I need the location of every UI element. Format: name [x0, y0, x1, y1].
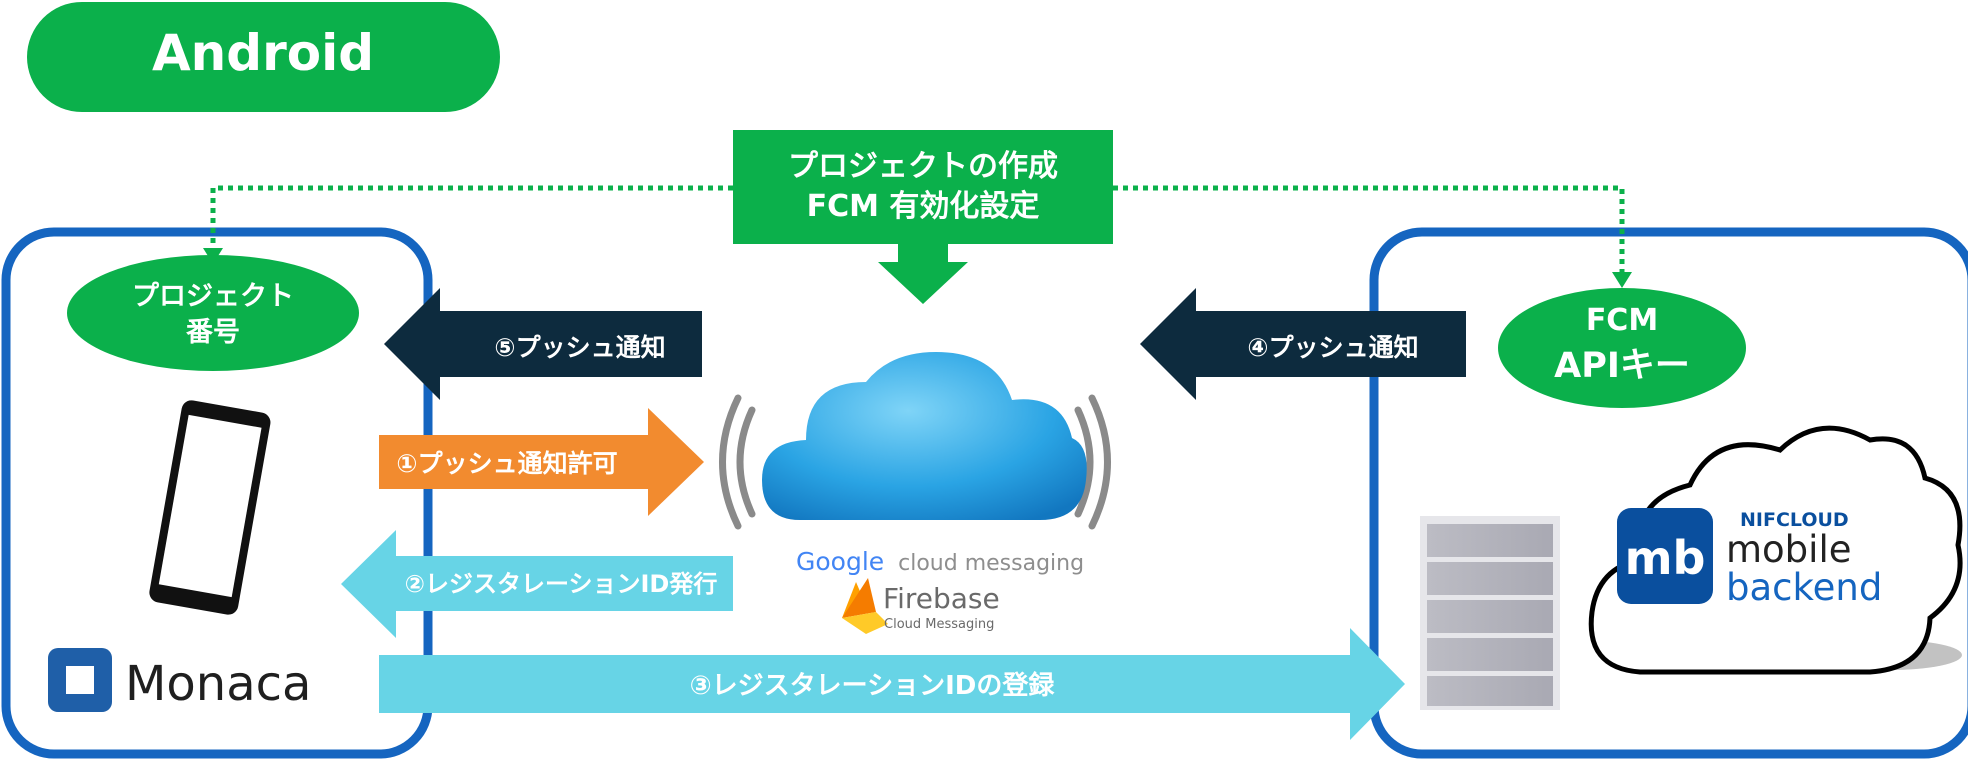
project-number-line2: 番号 [186, 317, 240, 348]
gcm-logo: Google cloud messaging [796, 547, 1084, 576]
smartphone-icon [149, 400, 271, 615]
firebase-title: Firebase [883, 582, 1000, 615]
down-arrow [878, 244, 968, 304]
fcm-api-key-pill [1498, 288, 1746, 408]
fcm-api-key-line1: FCM [1586, 303, 1658, 338]
nifcloud-panel [1369, 227, 1968, 759]
monaca-panel [1, 227, 433, 759]
arrow-step4 [1140, 288, 1466, 400]
arrow-step5-label: ⑤プッシュ通知 [494, 333, 665, 362]
arrow-step3 [379, 628, 1405, 740]
signal-waves-icon [719, 394, 1111, 530]
firebase-flame-icon [842, 578, 888, 634]
arrow-step4-label: ④プッシュ通知 [1247, 333, 1418, 362]
project-setup-line2: FCM 有効化設定 [807, 189, 1040, 224]
arrow-step1 [379, 408, 704, 516]
arrow-step2-label: ②レジスタレーションID発行 [405, 570, 718, 598]
monaca-logo: Monaca [48, 648, 311, 712]
monaca-wordmark: Monaca [125, 656, 311, 712]
fcm-api-key-line2: APIキー [1554, 346, 1690, 386]
platform-label: Android [152, 24, 374, 82]
project-number-pill [67, 255, 359, 371]
dotted-connector-right [1113, 185, 1632, 288]
mb-badge: mb [1625, 531, 1706, 585]
nifcloud-mobile-label: mobile [1726, 528, 1852, 571]
firebase-subtitle: Cloud Messaging [884, 617, 994, 632]
arrow-step1-label: ①プッシュ通知許可 [396, 449, 617, 478]
arrow-step5 [384, 288, 702, 400]
project-setup-line1: プロジェクトの作成 [788, 149, 1058, 184]
platform-pill [27, 2, 500, 112]
nifcloud-mobile-backend-logo: mb NIFCLOUD mobile backend [1588, 425, 1963, 675]
cloud-messaging-cloud-icon [762, 352, 1087, 520]
arrow-step3-label: ③レジスタレーションIDの登録 [690, 670, 1056, 701]
arrow-step2 [341, 530, 733, 638]
project-number-line1: プロジェクト [132, 281, 294, 312]
dotted-connector-left [203, 185, 733, 264]
nifcloud-top-label: NIFCLOUD [1740, 509, 1849, 531]
project-setup-box [733, 130, 1113, 244]
server-icon [1420, 516, 1560, 710]
nifcloud-backend-label: backend [1726, 566, 1882, 609]
